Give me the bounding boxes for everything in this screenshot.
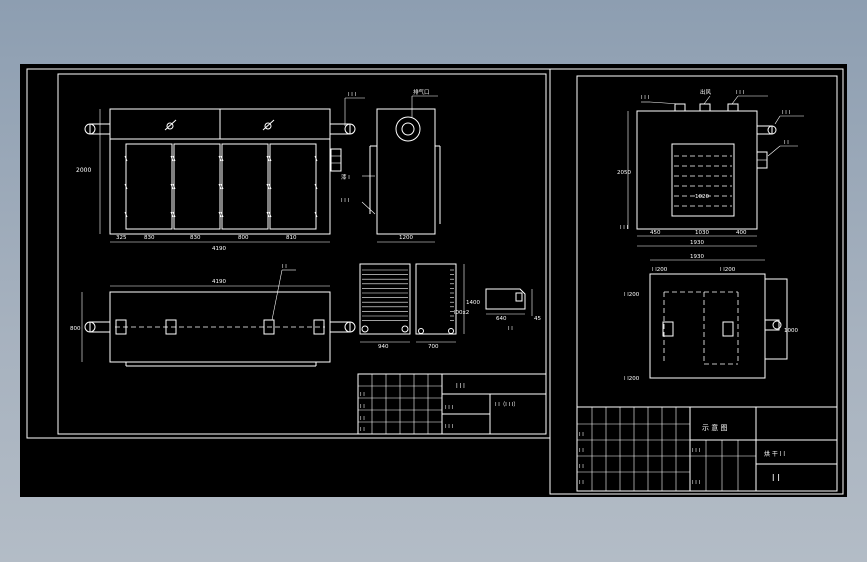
- side-label-low: l l l: [341, 198, 350, 204]
- part-dim2: 45: [534, 316, 541, 322]
- right-tb-footer: l l: [772, 474, 780, 484]
- seg-dim-4: 800: [238, 235, 249, 241]
- left-top-view: 4190 l l 800: [70, 264, 356, 367]
- rp-sub-left: l l200: [652, 267, 668, 273]
- rf-label-d: l l l: [782, 110, 791, 116]
- right-tb-sub1: l l l: [692, 448, 701, 454]
- rf-label-a: l l l: [641, 95, 650, 101]
- front-total-dim: 4190: [212, 246, 226, 252]
- left-rack-detail: 940 700 1400 l00x2: [359, 263, 480, 350]
- right-plan-view: 1930 l l200 l l200 l l200 l l200 1000: [624, 254, 798, 382]
- seg-dim-3: 830: [190, 235, 201, 241]
- right-sheet-border: [549, 68, 844, 495]
- right-tb-row3: l l: [579, 464, 584, 470]
- front-height-dim: 2000: [76, 167, 91, 174]
- part-label: l l: [508, 326, 513, 332]
- right-tb-row4: l l: [579, 480, 584, 486]
- right-sheet: l l l 出风 l l l l l l l l 2050 1020 450 1…: [549, 68, 844, 495]
- rp-left-a: l l200: [624, 292, 640, 298]
- left-sheet: 2000 325 830 830 800 810 4190 l l l 排气口: [26, 68, 551, 439]
- side-label-top: 排气口: [413, 88, 430, 96]
- right-tb-row2: l l: [579, 448, 584, 454]
- rack2-height-dim: 1400: [466, 300, 480, 306]
- top-width-dim: 4190: [212, 279, 226, 285]
- left-tb-row2: l l: [360, 404, 365, 410]
- rp-sub-right: l l200: [720, 267, 736, 273]
- seg-dim-5: 810: [286, 235, 297, 241]
- part-dim: 640: [496, 316, 507, 322]
- left-tb-sub2: l l l: [445, 424, 454, 430]
- rf-inner-dim: 1020: [695, 194, 709, 200]
- rp-top-dim: 1930: [690, 254, 704, 260]
- cad-drawing: 2000 325 830 830 800 810 4190 l l l 排气口: [26, 68, 844, 495]
- rf-label-e: l l: [784, 140, 789, 146]
- left-part-detail: 640 45 l l: [485, 288, 541, 332]
- rack-width-dim: 940: [378, 344, 389, 350]
- seg-dim-2: 830: [144, 235, 155, 241]
- rf-label-b: 出风: [700, 88, 712, 96]
- left-front-view: 2000 325 830 830 800 810 4190 l l l: [76, 92, 365, 252]
- rf-label-c: l l l: [736, 90, 745, 96]
- rack2-note: l00x2: [454, 310, 469, 316]
- front-callout: l l l: [348, 92, 357, 98]
- right-tb-sub2: l l l: [692, 480, 701, 486]
- rf-side-text: l l l: [620, 225, 629, 231]
- top-height-dim: 800: [70, 326, 81, 332]
- rf-height-dim: 2050: [617, 170, 631, 176]
- right-tb-name: 烘 干 l l: [764, 450, 785, 458]
- left-tb-scale: l l（l l l）: [495, 401, 519, 408]
- rp-left-b: l l200: [624, 376, 640, 382]
- seg-dim-1: 325: [116, 235, 127, 241]
- rp-right-dim: 1000: [784, 328, 798, 334]
- rf-total-dim: 1930: [690, 240, 704, 246]
- rf-left-dim: 450: [650, 230, 661, 236]
- left-side-view: 排气口 漆 l l l l 1200: [341, 88, 441, 243]
- side-width-dim: 1200: [399, 235, 413, 241]
- right-title-block: 示 意 图 烘 干 l l l l l l l l l l l l l l l …: [576, 406, 838, 492]
- right-tb-row1: l l: [579, 432, 584, 438]
- top-callout: l l: [282, 264, 287, 270]
- right-front-view: l l l 出风 l l l l l l l l 2050 1020 450 1…: [617, 88, 804, 247]
- left-tb-row1: l l: [360, 392, 365, 398]
- cad-viewport[interactable]: 2000 325 830 830 800 810 4190 l l l 排气口: [20, 64, 847, 497]
- left-title-block: l l l l l（l l l） l l l l l l l l l l l l…: [357, 373, 547, 435]
- side-label-mid: 漆 l: [341, 173, 350, 181]
- left-tb-row3: l l: [360, 416, 365, 422]
- rack2-width-dim: 700: [428, 344, 439, 350]
- left-sheet-inner-border: [57, 73, 547, 435]
- rf-right-dim: 400: [736, 230, 747, 236]
- left-tb-sub1: l l l: [445, 405, 454, 411]
- rf-mid-dim: 1030: [695, 230, 709, 236]
- right-tb-title: 示 意 图: [702, 423, 727, 432]
- left-tb-title: l l l: [456, 383, 465, 390]
- left-tb-row4: l l: [360, 427, 365, 433]
